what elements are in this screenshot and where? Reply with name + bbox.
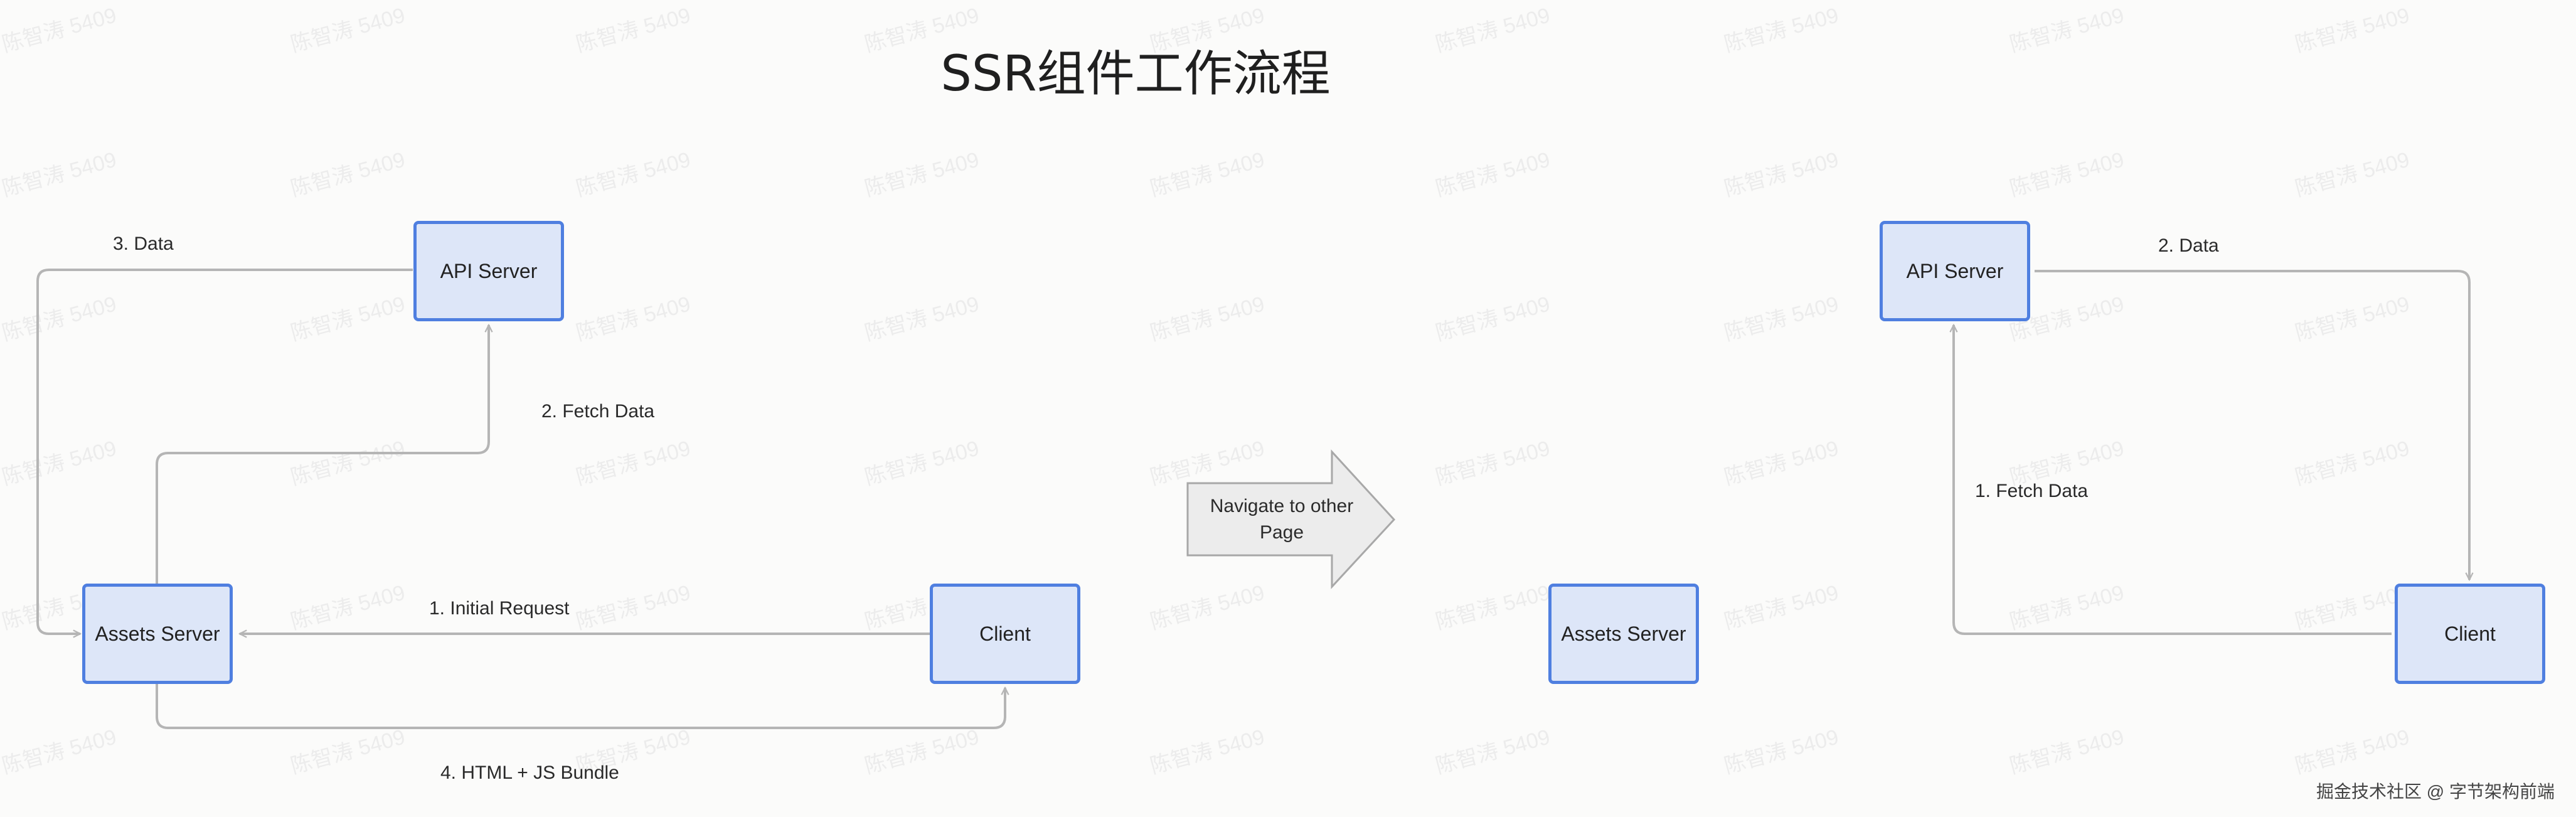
- transition-label: Navigate to other Page: [1188, 493, 1376, 546]
- right-edge-label-data: 2. Data: [2158, 235, 2219, 256]
- node-label: Client: [979, 622, 1031, 645]
- right-client-node: Client: [2395, 584, 2545, 684]
- edge-html-js-bundle: [156, 684, 1005, 729]
- node-label: Client: [2444, 622, 2496, 645]
- api-server-node: API Server: [413, 221, 564, 321]
- transition-arrow-shape: [1186, 449, 1396, 589]
- right-edge-label-fetch-data: 1. Fetch Data: [1975, 481, 2089, 501]
- transition-label-line-1: Navigate to other: [1210, 496, 1354, 516]
- assets-server-node: Assets Server: [82, 584, 233, 684]
- right-assets-server-node: Assets Server: [1548, 584, 1699, 684]
- edge-right-data: [2035, 270, 2469, 580]
- diagram-title: SSR组件工作流程: [940, 46, 1331, 102]
- edge-data: [36, 269, 413, 634]
- node-label: API Server: [440, 259, 538, 282]
- edge-label-data: 3. Data: [113, 233, 174, 254]
- edge-fetch-data: [156, 325, 489, 584]
- edge-label-initial-request: 1. Initial Request: [429, 598, 570, 619]
- edge-right-fetch-data: [1954, 325, 2392, 635]
- right-api-server-node: API Server: [1880, 221, 2030, 321]
- edge-label-html-js-bundle: 4. HTML + JS Bundle: [440, 762, 619, 783]
- node-label: Assets Server: [95, 622, 220, 645]
- credit-text: 掘金技术社区 @ 字节架构前端: [2316, 782, 2555, 801]
- client-node: Client: [930, 584, 1080, 684]
- node-label: Assets Server: [1561, 622, 1686, 645]
- transition-label-line-2: Page: [1259, 522, 1304, 543]
- node-label: API Server: [1906, 259, 2004, 282]
- edge-label-fetch-data: 2. Fetch Data: [541, 401, 655, 422]
